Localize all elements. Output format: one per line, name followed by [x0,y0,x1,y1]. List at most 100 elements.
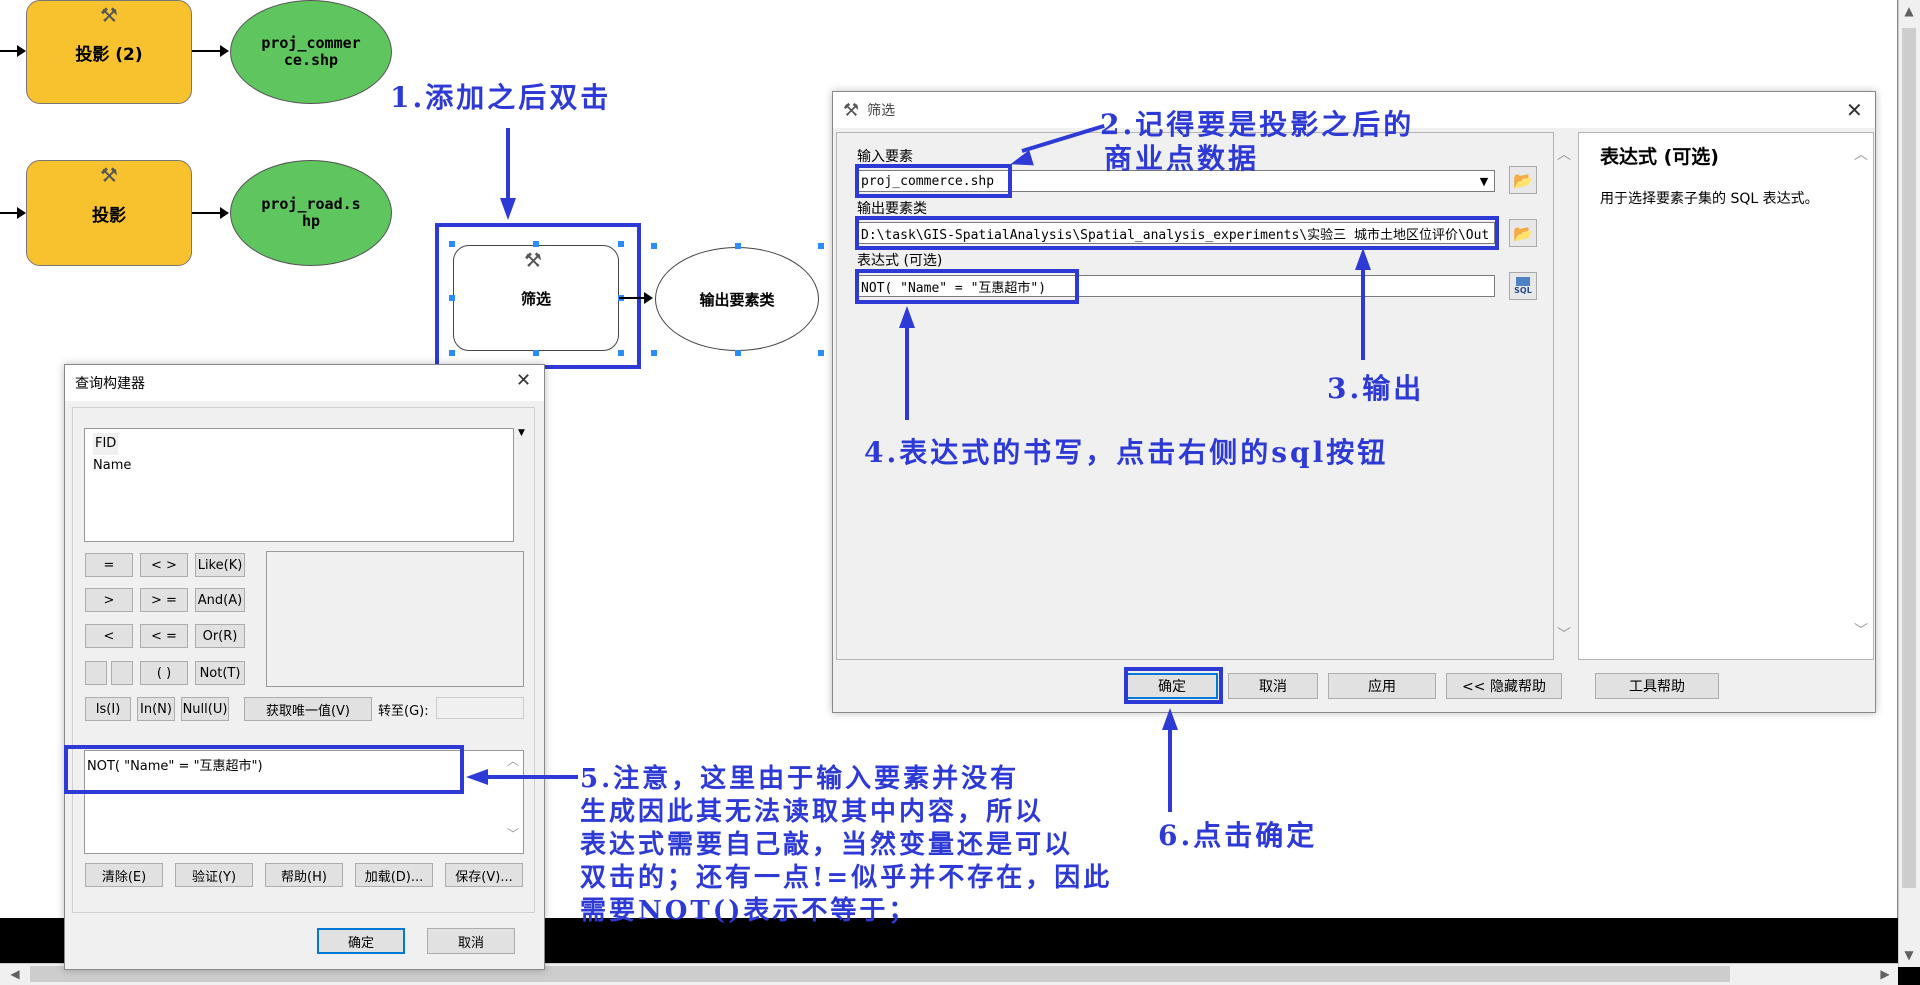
params-scrollbar[interactable]: ︿ ﹀ [1554,132,1574,660]
help-button[interactable]: 帮助(H) [265,863,343,887]
like-button[interactable]: Like(K) [195,553,245,577]
hide-help-button[interactable]: << 隐藏帮助 [1446,673,1562,699]
tool-project[interactable]: ⚒ 投影 [26,160,192,266]
tool-project-2[interactable]: ⚒ 投影 (2) [26,0,192,104]
equals-button[interactable]: = [85,553,133,577]
selection-handle[interactable] [818,350,824,356]
get-unique-values-button[interactable]: 获取唯一值(V) [244,697,372,721]
save-button[interactable]: 保存(V)... [445,863,523,887]
selection-handle[interactable] [651,350,657,356]
load-button[interactable]: 加载(D)... [355,863,433,887]
close-icon[interactable]: ✕ [516,370,532,391]
and-button[interactable]: And(A) [195,588,245,612]
clear-button[interactable]: 清除(E) [85,863,163,887]
data-proj-commerce[interactable]: proj_commer ce.shp [230,0,392,104]
selection-handle[interactable] [818,243,824,249]
not-equals-button[interactable]: < > [140,553,188,577]
less-equal-button[interactable]: < = [140,624,188,648]
connector-arrow [17,207,26,219]
annotation-arrow-head [466,769,488,785]
chevron-down-icon[interactable]: ﹀ [506,827,519,841]
ok-button[interactable]: 确定 [1126,673,1218,699]
annotation-arrow-line [1361,268,1365,360]
selection-handle[interactable] [651,243,657,249]
chevron-up-icon[interactable]: ︿ [1854,147,1868,163]
is-button[interactable]: Is(I) [85,697,131,721]
input-features-field[interactable]: proj_commerce.shp [857,170,1495,192]
chevron-up-icon[interactable]: ︿ [1557,147,1571,163]
in-button[interactable]: In(N) [137,697,175,721]
expression-textarea[interactable]: NOT( "Name" = "互惠超市") [84,750,524,854]
folder-open-icon[interactable]: 📂 [1509,166,1537,194]
selection-handle[interactable] [449,295,455,301]
tool-label: 投影 [92,205,126,226]
unique-values-list[interactable] [266,551,524,687]
selection-handle[interactable] [618,241,624,247]
folder-open-icon[interactable]: 📂 [1509,219,1537,247]
null-button[interactable]: Null(U) [181,697,229,721]
output-feature-node[interactable]: 输出要素类 [655,247,819,351]
annotation-arrow-line [506,128,510,200]
fields-list[interactable]: FID Name [84,428,514,542]
less-button[interactable]: < [85,624,133,648]
selection-handle[interactable] [735,350,741,356]
scroll-up-arrow[interactable]: ▲ [1904,4,1914,18]
tool-label: 投影 (2) [75,44,143,65]
close-icon[interactable]: ✕ [1846,98,1863,122]
sql-icon [1516,277,1530,286]
greater-equal-button[interactable]: > = [140,588,188,612]
scroll-down-arrow[interactable]: ▼ [1904,948,1914,962]
selection-handle[interactable] [735,243,741,249]
or-button[interactable]: Or(R) [195,624,245,648]
connector-arrow [17,45,26,57]
selection-handle[interactable] [533,350,539,356]
tool-select[interactable]: ⚒ 筛选 [453,245,619,351]
chevron-down-icon[interactable]: ﹀ [1854,623,1868,639]
vertical-scroll-thumb[interactable] [1902,28,1916,888]
horizontal-scroll-thumb[interactable] [30,966,1730,982]
connector-line [0,212,18,214]
sql-button[interactable]: SQL [1509,272,1537,300]
field-item-fid[interactable]: FID [93,433,119,455]
expression-scrollbar[interactable]: ︿ ﹀ [504,752,522,852]
field-item-name[interactable]: Name [93,458,132,473]
parentheses-button[interactable]: ( ) [140,661,188,685]
select-dialog-titlebar: ⚒ 筛选 [833,92,1875,128]
not-button[interactable]: Not(T) [195,661,245,685]
annotation-arrow-head [1355,248,1371,270]
selection-handle[interactable] [618,350,624,356]
chevron-down-icon[interactable]: ▼ [518,428,525,438]
qb-ok-button[interactable]: 确定 [317,928,405,954]
goto-input[interactable] [436,697,524,719]
expression-label: 表达式 (可选) [857,253,943,269]
expression-field[interactable]: NOT( "Name" = "互惠超市") [857,275,1495,297]
chevron-down-icon[interactable]: ▼ [1479,174,1489,188]
tool-help-button[interactable]: 工具帮助 [1595,673,1719,699]
selection-handle[interactable] [449,241,455,247]
node-label: 输出要素类 [699,290,775,309]
annotation-arrow-line [1168,728,1172,812]
chevron-up-icon[interactable]: ︿ [506,754,519,768]
cancel-button[interactable]: 取消 [1228,673,1318,699]
annotation-6: 6.点击确定 [1158,819,1318,852]
greater-button[interactable]: > [85,588,133,612]
scroll-left-arrow[interactable]: ◀ [10,967,20,981]
verify-button[interactable]: 验证(Y) [175,863,253,887]
hammer-icon: ⚒ [100,3,118,27]
selection-handle[interactable] [449,350,455,356]
qb-cancel-button[interactable]: 取消 [427,928,515,954]
annotation-2-line2: 商业点数据 [1104,142,1260,175]
percent-button[interactable] [85,661,107,685]
annotation-3: 3.输出 [1327,372,1425,405]
output-features-field[interactable]: D:\task\GIS-SpatialAnalysis\Spatial_anal… [857,222,1495,244]
connector-arrow [220,207,229,219]
apply-button[interactable]: 应用 [1328,673,1436,699]
data-proj-road[interactable]: proj_road.s hp [230,160,392,266]
scroll-right-arrow[interactable]: ▶ [1880,967,1890,981]
input-features-label: 输入要素 [857,149,913,165]
underscore-button[interactable] [111,661,133,685]
query-builder-titlebar: 查询构建器 [65,365,544,401]
chevron-down-icon[interactable]: ﹀ [1557,627,1571,643]
highlight-expression [855,269,1079,304]
selection-handle[interactable] [533,241,539,247]
